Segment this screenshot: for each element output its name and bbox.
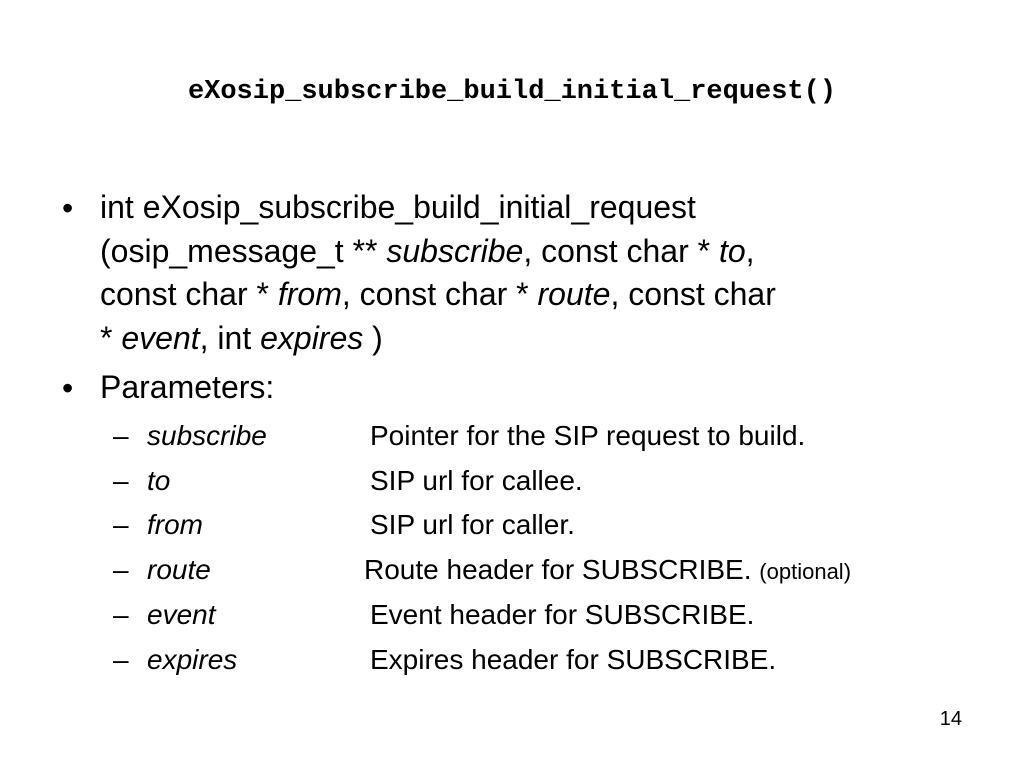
signature-line-3: const char * from, const char * route, c…: [100, 273, 776, 317]
parameter-name: expires: [147, 644, 238, 675]
dash-marker: –: [113, 599, 129, 630]
parameter-description: Expires header for SUBSCRIBE.: [370, 644, 777, 675]
param-ref-subscribe: subscribe: [386, 232, 524, 269]
signature-line-1: int eXosip_subscribe_build_initial_reque…: [100, 186, 776, 230]
signature-text: ): [363, 319, 383, 356]
slide-title: eXosip_subscribe_build_initial_request(): [187, 77, 837, 107]
signature-text: const char *: [100, 276, 278, 312]
dash-marker: –: [113, 509, 129, 540]
parameter-description: Pointer for the SIP request to build.: [370, 420, 806, 451]
signature-text: (osip_message_t **: [100, 232, 387, 269]
param-ref-to: to: [718, 232, 746, 269]
signature-text: , const char *: [341, 276, 538, 312]
signature-text: ,: [745, 232, 755, 269]
dash-marker: –: [113, 554, 129, 585]
page-number: 14: [939, 708, 962, 730]
parameter-description-text: Route header for SUBSCRIBE.: [364, 554, 760, 585]
function-signature: int eXosip_subscribe_build_initial_reque…: [100, 186, 776, 360]
param-ref-from: from: [277, 276, 342, 312]
param-ref-expires: expires: [260, 319, 364, 356]
parameter-name: event: [147, 599, 216, 630]
signature-text: , int: [199, 319, 261, 356]
parameter-description: SIP url for callee.: [370, 465, 583, 496]
signature-text: *: [100, 319, 122, 356]
bullet-marker: •: [62, 370, 74, 406]
parameter-name: route: [147, 554, 211, 585]
dash-marker: –: [113, 420, 129, 451]
signature-text: , const char: [610, 276, 776, 312]
signature-line-4: * event, int expires ): [100, 317, 776, 361]
parameter-description: Route header for SUBSCRIBE. (optional): [364, 552, 851, 590]
signature-text: , const char *: [523, 232, 719, 269]
parameter-description: Event header for SUBSCRIBE.: [370, 599, 755, 630]
parameter-name: to: [147, 465, 171, 496]
param-ref-event: event: [121, 319, 200, 356]
parameter-description: SIP url for caller.: [370, 509, 575, 540]
parameter-name: subscribe: [147, 420, 267, 451]
signature-text: int eXosip_subscribe_build_initial_reque…: [100, 189, 696, 225]
parameters-heading: Parameters:: [100, 369, 275, 405]
optional-note: (optional): [759, 559, 852, 584]
param-ref-route: route: [537, 276, 611, 312]
dash-marker: –: [113, 644, 129, 675]
dash-marker: –: [113, 465, 129, 496]
signature-line-2: (osip_message_t ** subscribe, const char…: [100, 230, 776, 274]
bullet-marker: •: [62, 190, 74, 226]
parameter-name: from: [147, 509, 203, 540]
